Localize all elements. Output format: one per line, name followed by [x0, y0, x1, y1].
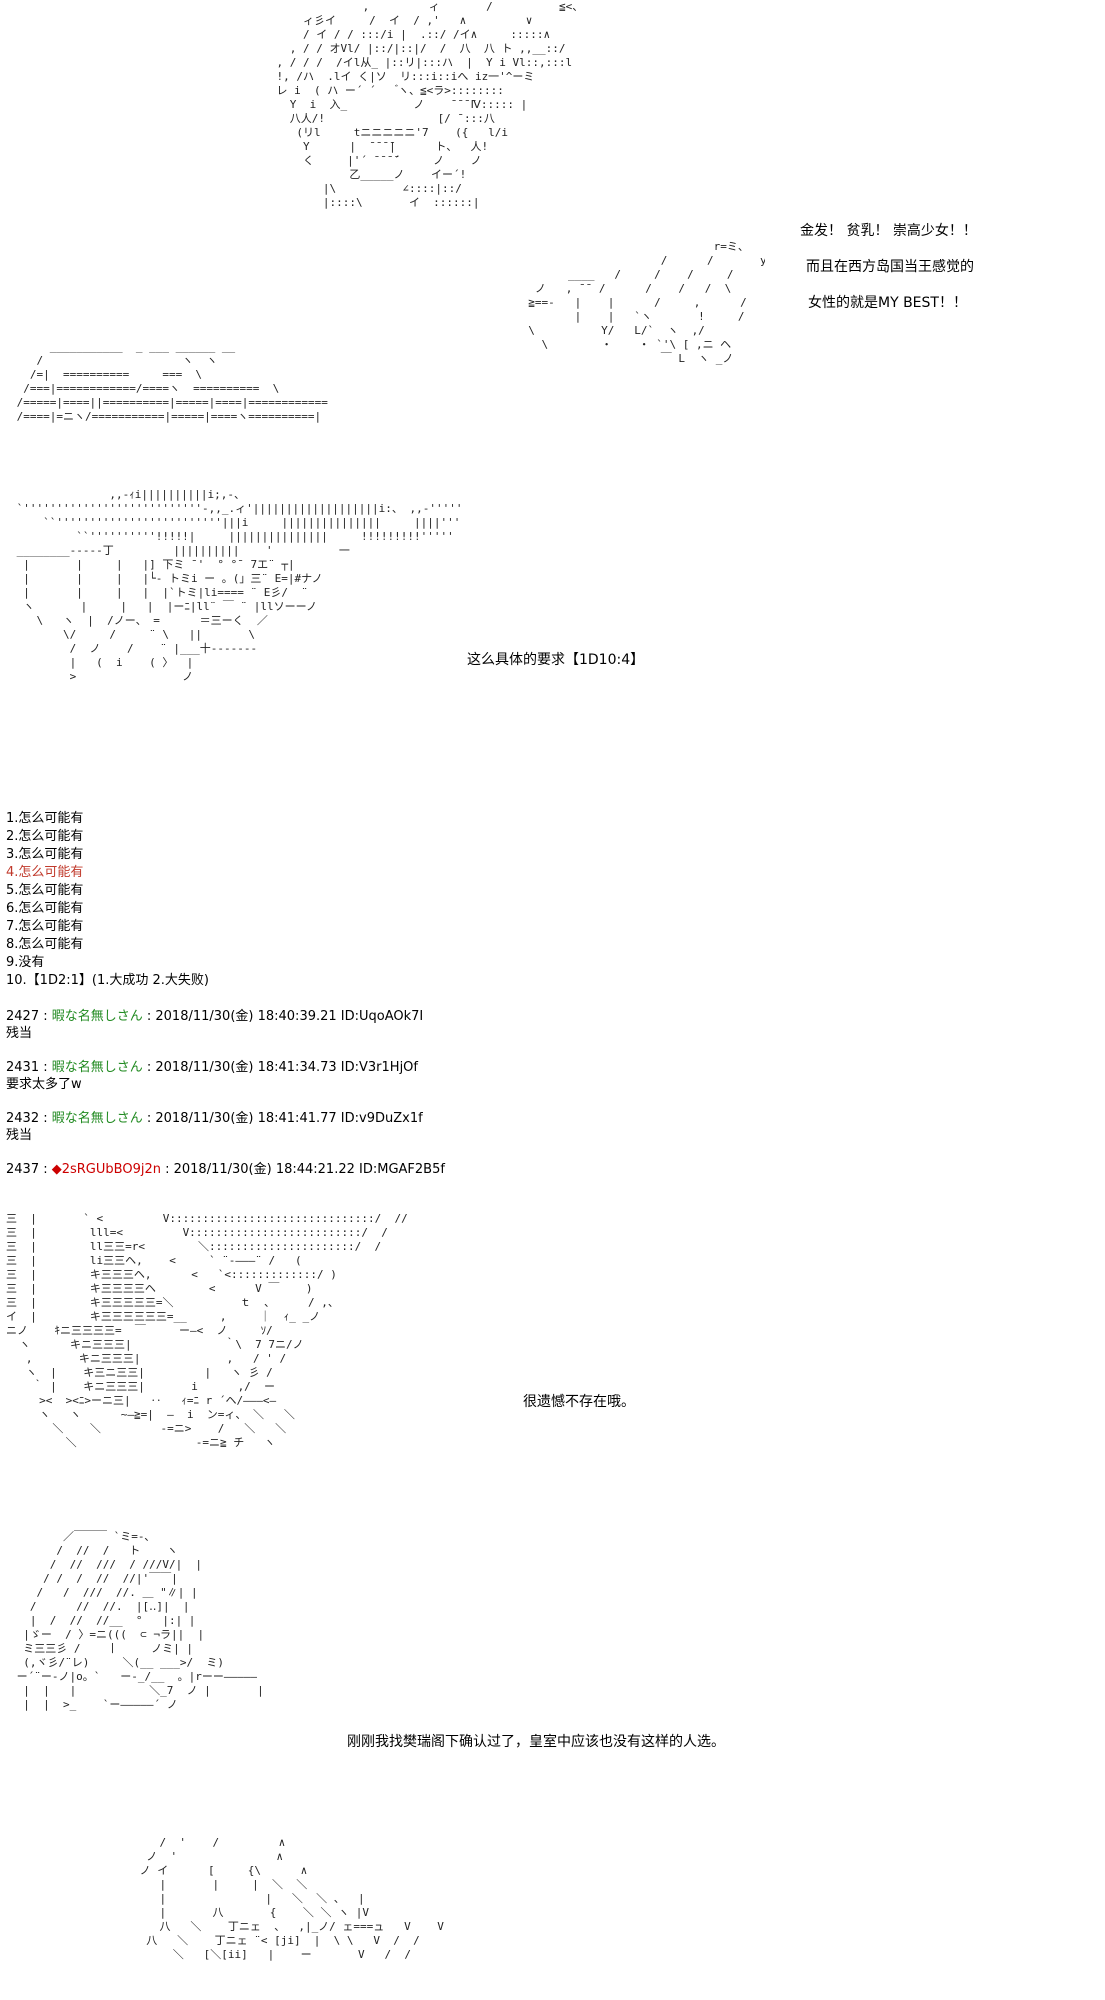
tripcode: 2sRGUbBO9j2n: [61, 1162, 161, 1177]
post-2427: 2427 : 暇な名無しさん : 2018/11/30(金) 18:40:39.…: [6, 1008, 423, 1042]
ascii-art-hand: r=ミ、 / / y==ミ、 ____ / / / / ノ , ̄ ̄ / / …: [528, 240, 765, 365]
post-number: 2437 :: [6, 1162, 52, 1177]
narration-1-line-1: 金发！ 贫乳！ 崇高少女！！: [800, 223, 977, 239]
trip-diamond-icon: ◆: [51, 1162, 62, 1177]
ascii-art-character-1: , ィ / ≦<、 ィ彡イ / イ / ,' ∧ ∨ / イ / / :::/i…: [276, 0, 580, 209]
post-body: 残当: [6, 1026, 33, 1041]
list-item-selected: 4.怎么可能有: [6, 865, 84, 880]
list-item: 6.怎么可能有: [6, 901, 84, 916]
dice-result-list: 1.怎么可能有 2.怎么可能有 3.怎么可能有 4.怎么可能有 5.怎么可能有 …: [6, 810, 209, 990]
list-item: 5.怎么可能有: [6, 883, 84, 898]
poster-name[interactable]: 暇な名無しさん: [51, 1060, 143, 1075]
list-item: 8.怎么可能有: [6, 937, 84, 952]
ascii-art-character-4: ／￣￣￣ `ミ=-､ / // / ト ヽ / // /// / ///V/| …: [16, 1530, 264, 1711]
list-item: 3.怎么可能有: [6, 847, 84, 862]
post-meta: : 2018/11/30(金) 18:41:34.73 ID:V3r1HjOf: [142, 1060, 418, 1075]
poster-name[interactable]: 暇な名無しさん: [51, 1111, 143, 1126]
narration-1-line-2: 而且在西方岛国当王感觉的: [806, 259, 974, 275]
ascii-art-character-3: 三 | ` < V:::::::::::::::::::::::::::::::…: [6, 1212, 408, 1449]
post-2431: 2431 : 暇な名無しさん : 2018/11/30(金) 18:41:34.…: [6, 1059, 418, 1093]
list-item: 9.没有: [6, 955, 45, 970]
list-item: 10.【1D2:1】(1.大成功 2.大失败): [6, 973, 209, 988]
list-item: 7.怎么可能有: [6, 919, 84, 934]
post-2437: 2437 : ◆2sRGUbBO9j2n : 2018/11/30(金) 18:…: [6, 1161, 445, 1178]
post-meta: : 2018/11/30(金) 18:44:21.22 ID:MGAF2B5f: [160, 1162, 445, 1177]
narration-3: 很遗憾不存在哦。: [523, 1394, 635, 1410]
poster-name[interactable]: 暇な名無しさん: [51, 1009, 143, 1024]
ascii-art-hooded-figure: ,,-ｨi||||||||||i;,-、 `''''''''''''''''''…: [16, 488, 460, 683]
narration-1-line-3: 女性的就是MY BEST！！: [808, 295, 967, 311]
post-number: 2431 :: [6, 1060, 52, 1075]
post-number: 2432 :: [6, 1111, 52, 1126]
ascii-art-uniform: ___________ _ ___ ______ __ / ヽ ヽ /=| ==…: [16, 340, 328, 423]
ascii-art-character-5: / ' / ∧ ノ ' ∧ ノ イ [ {\ ∧ | | | ＼ ＼ | | ＼…: [139, 1836, 444, 1961]
list-item: 2.怎么可能有: [6, 829, 84, 844]
post-body: 残当: [6, 1128, 33, 1143]
post-number: 2427 :: [6, 1009, 52, 1024]
list-item: 1.怎么可能有: [6, 811, 84, 826]
post-meta: : 2018/11/30(金) 18:40:39.21 ID:UqoAOk7I: [142, 1009, 424, 1024]
post-2432: 2432 : 暇な名無しさん : 2018/11/30(金) 18:41:41.…: [6, 1110, 423, 1144]
narration-2: 这么具体的要求【1D10:4】: [467, 652, 645, 668]
post-body: 要求太多了w: [6, 1077, 82, 1092]
poster-name-op[interactable]: ◆2sRGUbBO9j2n: [52, 1162, 161, 1177]
narration-4: 刚刚我找樊瑞阁下确认过了，皇室中应该也没有这样的人选。: [347, 1734, 725, 1750]
post-meta: : 2018/11/30(金) 18:41:41.77 ID:v9DuZx1f: [142, 1111, 423, 1126]
